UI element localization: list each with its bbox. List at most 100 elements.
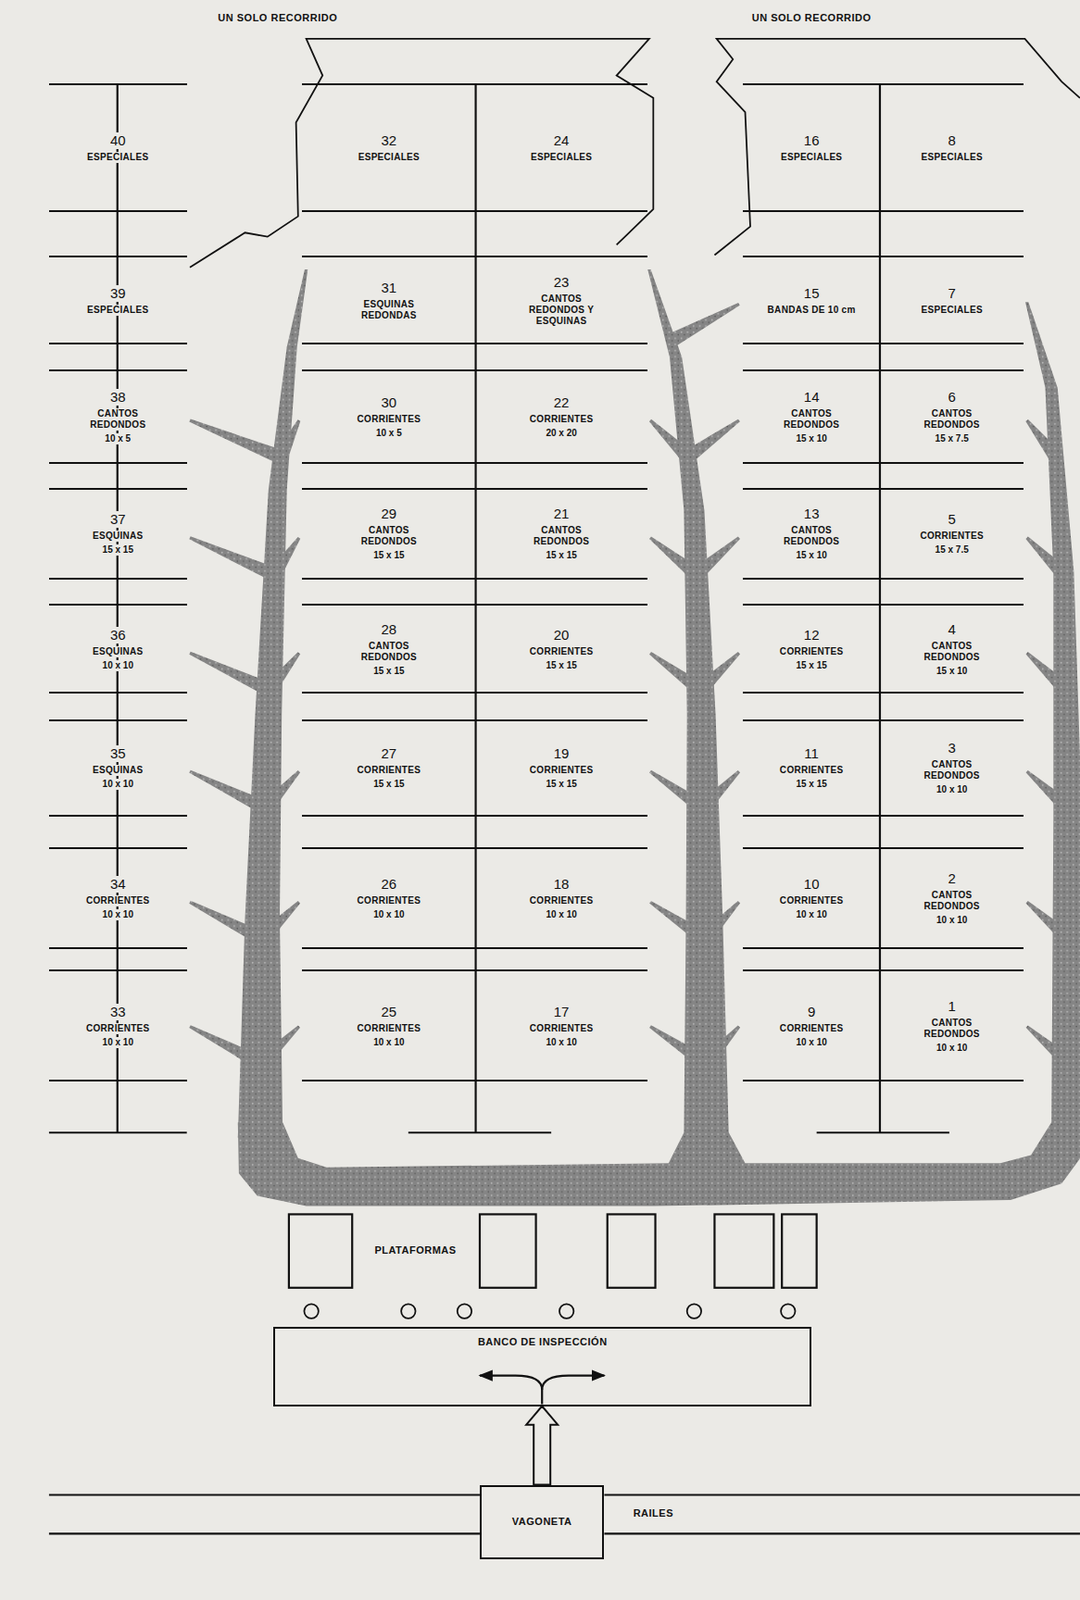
bin-cell: 33CORRIENTES10 x 10 [49, 969, 188, 1082]
tree-branch [188, 1025, 264, 1070]
bin-number: 39 [108, 285, 128, 302]
bin-cell: 19CORRIENTES15 x 15 [476, 719, 648, 817]
bin-type: ESPECIALES [356, 151, 422, 164]
tree-branch [683, 419, 741, 464]
rail [49, 1532, 480, 1535]
tree-branch [255, 1025, 301, 1068]
circles [303, 1304, 795, 1319]
bin-type: ESQUINAS REDONDAS [347, 299, 431, 322]
tree-branch [1026, 652, 1071, 696]
bin-type: CANTOS REDONDOS [910, 890, 994, 913]
bin-number: 22 [552, 394, 572, 412]
bin-cell: 2CANTOS REDONDOS10 x 10 [879, 847, 1024, 950]
shelf-lines [49, 83, 950, 1133]
rail [603, 1532, 1080, 1535]
bin-number: 40 [108, 132, 128, 150]
bin-cell: 9CORRIENTES10 x 10 [742, 969, 880, 1082]
bin-type: CORRIENTES [527, 414, 596, 426]
bin-number: 5 [946, 511, 958, 528]
tree-branch [257, 901, 302, 944]
bin-size: 15 x 7.5 [933, 433, 971, 445]
tree-branch [1026, 901, 1074, 945]
bin-number: 24 [552, 132, 572, 150]
bin-type: CANTOS REDONDOS [769, 525, 854, 548]
platform [781, 1214, 817, 1288]
box-label: VAGONETA [510, 1516, 575, 1529]
tree-branch [188, 536, 277, 581]
bin-size: 15 x 15 [543, 778, 578, 791]
bin-size: 10 x 10 [371, 1037, 406, 1049]
bin-cell: 28CANTOS REDONDOS15 x 15 [301, 603, 476, 694]
bin-number: 15 [802, 285, 822, 302]
bin-number: 32 [379, 132, 400, 150]
bin-number: 10 [802, 876, 822, 893]
bin-cell: 18CORRIENTES10 x 10 [476, 847, 648, 950]
bin-type: CORRIENTES [527, 646, 596, 658]
bin-cell: 5CORRIENTES15 x 7.5 [879, 488, 1024, 580]
bin-cell: 36ESQUINAS10 x 10 [49, 603, 188, 694]
bin-size: 15 x 15 [793, 660, 829, 672]
bin-type: CANTOS REDONDOS [910, 759, 994, 782]
bin-number: 1 [946, 998, 958, 1016]
bin-cell: 37ESQUINAS15 x 15 [49, 488, 188, 580]
bin-cell: 38CANTOS REDONDOS10 x 5 [49, 369, 188, 465]
bin-type: ESPECIALES [919, 151, 985, 164]
bin-cell: 24ESPECIALES [476, 83, 648, 213]
bin-type: ESQUINAS [90, 765, 146, 777]
bin-size: 15 x 15 [543, 660, 578, 672]
bin-cell: 30CORRIENTES10 x 5 [301, 369, 476, 465]
bin-size: 15 x 15 [793, 778, 829, 791]
tree-branch [188, 652, 273, 697]
bin-type: CORRIENTES [355, 895, 424, 907]
bin-type: ESQUINAS [90, 646, 146, 658]
bin-size: 10 x 5 [374, 427, 404, 440]
route-line [189, 38, 1080, 268]
bin-size: 15 x 15 [100, 544, 136, 556]
shelf-board [49, 1131, 188, 1134]
bin-type: CORRIENTES [84, 895, 152, 907]
bin-cell: 13CANTOS REDONDOS15 x 10 [742, 488, 880, 580]
bin-type: ESPECIALES [919, 304, 985, 316]
bin-cell: 31ESQUINAS REDONDAS [301, 255, 476, 346]
bin-number: 19 [552, 745, 572, 763]
bin-number: 21 [552, 505, 572, 523]
bin-number: 38 [108, 389, 128, 406]
bin-cell: 34CORRIENTES10 x 10 [49, 847, 188, 950]
bin-type: CANTOS REDONDOS [910, 640, 994, 664]
platform-label: PLATAFORMAS [371, 1245, 459, 1258]
split-arrows [479, 1376, 604, 1406]
bin-cell: 16ESPECIALES [742, 83, 880, 213]
bin-type: CORRIENTES [527, 765, 596, 777]
bin-type: CORRIENTES [527, 895, 596, 907]
bin-cell: 12CORRIENTES15 x 15 [742, 603, 880, 694]
tree-branch [188, 418, 284, 464]
post-circle [401, 1304, 415, 1319]
bin-number: 14 [802, 389, 822, 406]
bin-cell: 22CORRIENTES20 x 20 [476, 369, 648, 465]
bin-type: CORRIENTES [778, 1023, 846, 1035]
bin-cell: 10CORRIENTES 10 x 10 [742, 847, 880, 950]
flow-tree [188, 269, 1080, 1207]
tree-branch [238, 1122, 1080, 1206]
rails [49, 1494, 1080, 1534]
tree-branch [697, 770, 741, 814]
bin-type: CANTOS REDONDOS [910, 1017, 994, 1041]
bin-number: 26 [379, 876, 400, 893]
bin-number: 29 [379, 505, 400, 523]
bin-cell: 11CORRIENTES15 x 15 [742, 719, 880, 817]
tree-branch [699, 901, 741, 944]
bin-size: 10 x 10 [793, 909, 829, 921]
bin-cell: 21CANTOS REDONDOS15 x 15 [476, 488, 648, 580]
tree-branch [695, 652, 741, 696]
bin-type: CORRIENTES [778, 895, 846, 907]
bin-type: CORRIENTES [355, 1023, 424, 1035]
bin-number: 35 [108, 745, 128, 763]
bin-type: ESPECIALES [85, 151, 151, 164]
bin-number: 4 [946, 621, 958, 639]
box-label: BANCO DE INSPECCIÓN [476, 1336, 610, 1349]
shelf-board [816, 1131, 950, 1134]
bin-size: 15 x 15 [371, 550, 406, 562]
tree-branch [647, 269, 729, 1139]
route-label: UN SOLO RECORRIDO [749, 12, 875, 25]
